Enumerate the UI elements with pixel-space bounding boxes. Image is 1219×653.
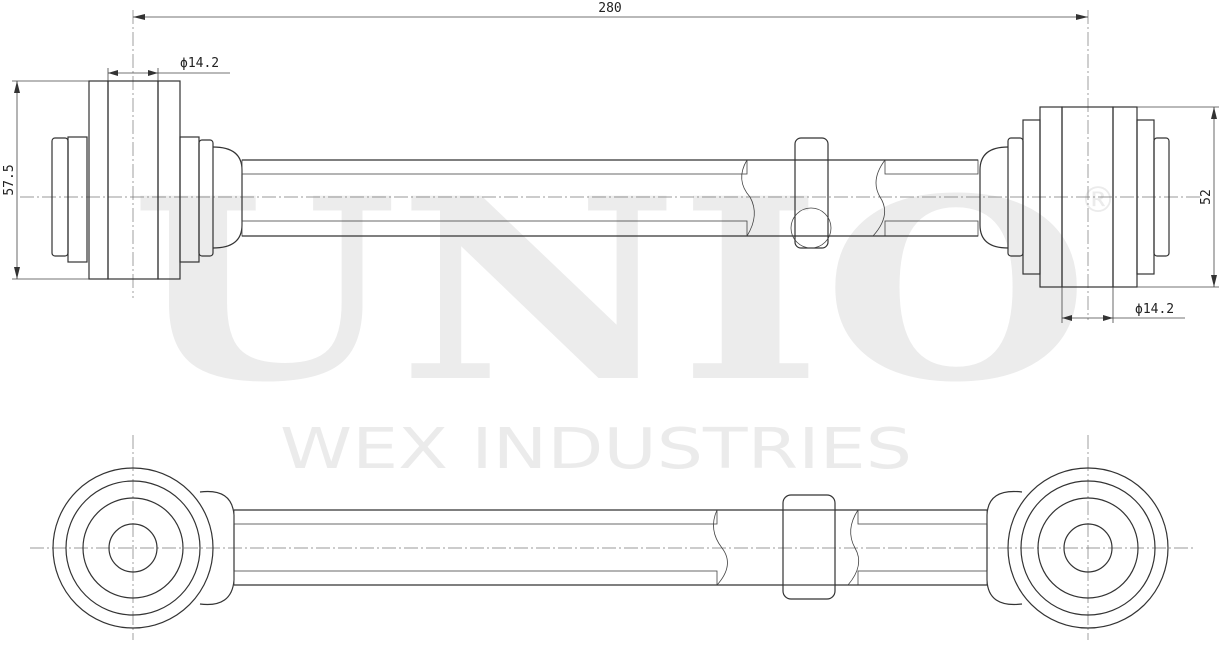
dimension-left-bore: ϕ14.2: [107, 56, 230, 81]
section-view: 280 ϕ14.2 57.5 52 ϕ14.2: [2, 1, 1219, 323]
dimension-right-width: 52: [1137, 106, 1219, 288]
right-bore-label: ϕ14.2: [1135, 302, 1174, 317]
dimension-right-bore: ϕ14.2: [1061, 287, 1185, 323]
overall-length-label: 280: [598, 1, 621, 16]
watermark-registered: ®: [1080, 180, 1116, 221]
left-bushing: [51, 80, 243, 280]
tube-section: [241, 137, 979, 249]
right-width-label: 52: [1199, 189, 1214, 205]
watermark-brand: UNIO: [130, 143, 1090, 437]
dimension-left-width: 57.5: [2, 80, 89, 280]
right-eye: [1007, 467, 1169, 629]
dimension-overall-length: 280: [133, 1, 1088, 20]
watermark-company: WEX INDUSTRIES: [280, 417, 912, 482]
left-bore-label: ϕ14.2: [180, 56, 219, 71]
left-width-label: 57.5: [2, 164, 17, 195]
watermark: UNIO ® WEX INDUSTRIES: [130, 143, 1116, 482]
left-eye: [52, 467, 214, 629]
side-view: [30, 435, 1195, 640]
right-bushing: [979, 106, 1170, 288]
